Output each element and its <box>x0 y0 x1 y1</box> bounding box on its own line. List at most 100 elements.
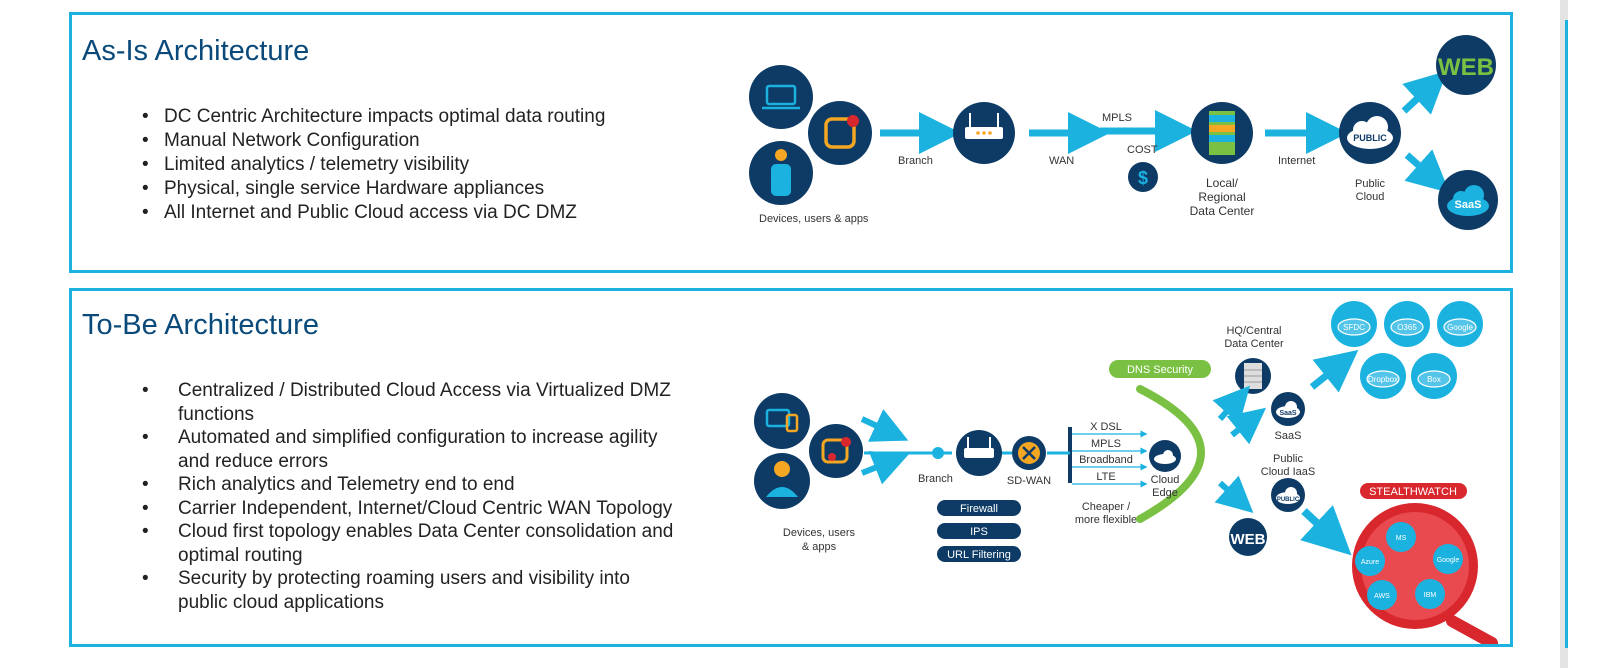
web-icon: WEB <box>1436 35 1496 95</box>
lte-label: LTE <box>1096 471 1115 483</box>
public-cloud-iaas-label-2: Cloud IaaS <box>1261 466 1315 478</box>
dc-label-3: Data Center <box>1190 204 1255 218</box>
mpls-label: MPLS <box>1102 112 1132 124</box>
box-icon: Box <box>1411 353 1457 399</box>
web-icon: WEB <box>1229 518 1267 556</box>
branch-label: Branch <box>918 473 953 485</box>
stealthwatch-label: STEALTHWATCH <box>1369 486 1457 498</box>
ips-label: IPS <box>970 526 988 538</box>
to-be-title: To-Be Architecture <box>82 309 319 341</box>
user-icon <box>749 141 813 205</box>
branch-label: Branch <box>898 155 933 167</box>
stealthwatch-pill: STEALTHWATCH <box>1360 483 1467 499</box>
devices-icon <box>754 393 810 449</box>
google2-label: Google <box>1437 557 1460 564</box>
o365-label: O365 <box>1397 323 1417 332</box>
public-cloud-iaas-label-1: Public <box>1273 453 1303 465</box>
public-badge: PUBLIC <box>1277 497 1300 503</box>
arrow-to-hq <box>1212 385 1251 425</box>
public-badge: PUBLIC <box>1353 133 1387 143</box>
sfdc-label: SFDC <box>1343 323 1365 332</box>
saas-badge: SaaS <box>1455 199 1482 211</box>
wan-label: WAN <box>1049 155 1074 167</box>
public-cloud-iaas-icon: PUBLIC <box>1271 478 1305 512</box>
aws-cloud-icon: AWS <box>1367 580 1397 610</box>
cost-label: COST <box>1127 144 1158 156</box>
ms-cloud-icon: MS <box>1386 522 1416 552</box>
dc-label-2: Regional <box>1198 190 1245 204</box>
as-is-panel: As-Is Architecture DC Centric Architectu… <box>69 12 1513 273</box>
azure-cloud-icon: Azure <box>1355 546 1385 576</box>
to-be-bullet: Security by protecting roaming users and… <box>140 567 680 614</box>
sfdc-icon: SFDC <box>1331 301 1377 347</box>
as-is-bullet: All Internet and Public Cloud access via… <box>140 201 605 225</box>
ibm-cloud-icon: IBM <box>1415 579 1445 609</box>
public-cloud-label-2: Cloud <box>1356 191 1385 203</box>
to-be-bullet: Carrier Independent, Internet/Cloud Cent… <box>140 497 680 521</box>
data-center-icon <box>1191 102 1253 164</box>
dollar-sign: $ <box>1138 168 1148 188</box>
arrow-to-iaas <box>1214 475 1254 514</box>
sdwan-label: SD-WAN <box>1007 475 1051 487</box>
arrow-to-saas <box>1226 407 1267 445</box>
web-badge: WEB <box>1438 54 1494 81</box>
google-label: Google <box>1447 323 1473 332</box>
google-cloud-icon: Google <box>1433 544 1463 574</box>
as-is-bullet: DC Centric Architecture impacts optimal … <box>140 105 605 129</box>
devices-label-2: & apps <box>802 541 837 553</box>
ibm-label: IBM <box>1424 592 1437 599</box>
xdsl-label: X DSL <box>1090 421 1122 433</box>
ms-label: MS <box>1396 535 1407 542</box>
cheaper-label-2: more flexible <box>1075 514 1137 526</box>
aws-label: AWS <box>1374 593 1390 600</box>
dns-security-label: DNS Security <box>1127 364 1194 376</box>
to-be-panel: To-Be Architecture Centralized / Distrib… <box>69 288 1513 647</box>
router-icon <box>956 430 1002 476</box>
to-be-bullet: Rich analytics and Telemetry end to end <box>140 473 680 497</box>
dollar-icon: $ <box>1128 162 1158 192</box>
box-label: Box <box>1427 375 1441 384</box>
as-is-diagram: Devices, users & apps Branch WAN MPLS CO… <box>749 35 1498 230</box>
app-icon <box>809 424 863 478</box>
dns-security-pill: DNS Security <box>1109 360 1211 378</box>
firewall-label: Firewall <box>960 503 998 515</box>
arrow-to-stealthwatch <box>1300 505 1352 556</box>
broadband-label: Broadband <box>1079 454 1133 466</box>
as-is-bullet-list: DC Centric Architecture impacts optimal … <box>140 105 605 225</box>
internet-label: Internet <box>1278 155 1315 167</box>
arrow-from-devices-1 <box>860 409 909 442</box>
cloud-edge-label-2: Edge <box>1152 487 1178 499</box>
arrow-to-saas <box>1404 149 1450 193</box>
to-be-bullet: Cloud first topology enables Data Center… <box>140 520 680 567</box>
cloud-edge-label-1: Cloud <box>1151 474 1180 486</box>
google-icon: Google <box>1437 301 1483 347</box>
saas-label: SaaS <box>1275 430 1302 442</box>
as-is-title: As-Is Architecture <box>82 35 310 67</box>
to-be-bullet: Automated and simplified configuration t… <box>140 426 680 473</box>
dc-label-1: Local/ <box>1206 176 1239 190</box>
branch-dot <box>932 447 944 459</box>
sdwan-icon <box>1012 436 1046 470</box>
mpls-label: MPLS <box>1091 438 1121 450</box>
dropbox-label: Dropbox <box>1368 375 1398 384</box>
devices-label: Devices, users & apps <box>759 213 869 225</box>
cloud-edge-icon <box>1149 440 1181 472</box>
to-be-bullet: Centralized / Distributed Cloud Access v… <box>140 379 680 426</box>
web-badge: WEB <box>1231 531 1266 548</box>
hq-label-1: HQ/Central <box>1226 325 1281 337</box>
azure-label: Azure <box>1361 559 1379 566</box>
arrow-to-web <box>1401 70 1448 115</box>
as-is-bullet: Physical, single service Hardware applia… <box>140 177 605 201</box>
devices-label-1: Devices, users <box>783 527 856 539</box>
app-icon <box>808 101 872 165</box>
hq-label-2: Data Center <box>1224 338 1284 350</box>
laptop-icon <box>749 65 813 129</box>
dropbox-icon: Dropbox <box>1360 353 1406 399</box>
arrow-from-devices-2 <box>860 450 909 485</box>
firewall-pill: Firewall <box>937 500 1021 516</box>
user-icon <box>754 453 810 509</box>
dns-security-arc <box>1136 385 1205 523</box>
to-be-diagram: Devices, users & apps Branch SD-WAN Fire… <box>754 301 1498 644</box>
public-cloud-label-1: Public <box>1355 178 1385 190</box>
saas-icon: SaaS <box>1271 392 1305 426</box>
